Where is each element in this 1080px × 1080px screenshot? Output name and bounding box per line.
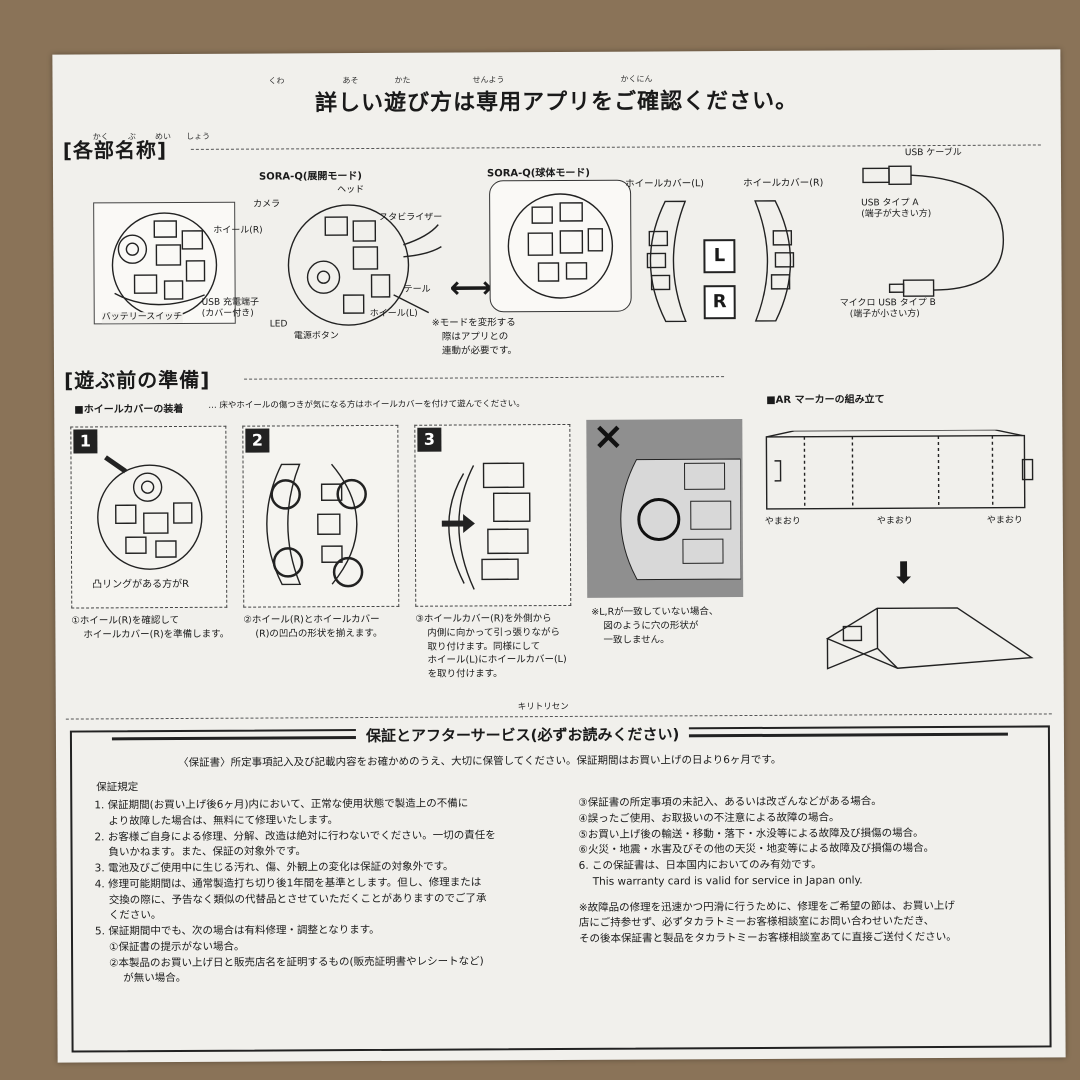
step-number: 3 (417, 427, 442, 452)
usb-type-a-label: USB タイプ A (端子が大きい方) (861, 198, 931, 220)
caption-line: ホイール(L)にホイールカバー(L) (427, 654, 567, 666)
fold-label: やまおり (986, 515, 1023, 526)
caption-line: ※L,Rが一致していない場合、 (591, 606, 719, 618)
step-1-drawing (97, 455, 203, 570)
step-1-caption: ①ホイール(R)を確認して ホイールカバー(R)を準備します。 (71, 614, 229, 642)
step-number: 1 (73, 429, 98, 454)
fold-label: やまおり (764, 516, 801, 527)
wheelcover-l-letter: L (703, 239, 736, 274)
usb-type-a-sub: (端子が大きい方) (861, 208, 932, 220)
tail-label: テール (403, 284, 431, 295)
sphere-drawing (507, 193, 614, 299)
section-divider (244, 376, 725, 380)
stabilizer-label: スタビライザー (379, 212, 443, 223)
wheel-l-label: ホイール(L) (369, 308, 418, 319)
camera-label: カメラ (253, 199, 281, 210)
caption-line: 一致しません。 (603, 633, 670, 646)
fold-label: やまおり (876, 516, 913, 527)
header-furigana: くわ あそ かた せんよう かくにん (52, 71, 1060, 86)
usb-port-label: USB 充電端子 (カバー付き) (202, 298, 259, 320)
warranty-line: ⑥火災・地震・水害及びその他の天災・地変等による故障及び損傷の場合。 (578, 842, 935, 857)
wheelcover-note: … 床やホイールの傷つきが気になる方はホイールカバーを付けて遊んでください。 (208, 399, 525, 411)
caption-line: を取り付けます。 (427, 668, 503, 680)
wheelcover-l-label: ホイールカバー(L) (625, 178, 705, 190)
warranty-line: ②本製品のお買い上げ日と販売店名を証明するもの(販売証明書やレシートなど) (109, 954, 484, 969)
wrong-example-drawing (620, 458, 742, 581)
warranty-title: 保証とアフターサービス(必ずお読みください) (355, 723, 690, 747)
step-3-drawing (441, 462, 531, 590)
usb-cable-drawing (862, 165, 1005, 297)
step-number: 2 (245, 428, 270, 453)
warranty-line: が無い場合。 (123, 972, 187, 985)
parts-heading: [各部名称] (62, 138, 168, 163)
warranty-intro: 〈保証書〉所定事項記入及び記載内容をお確かめのうえ、大切に保管してください。保証… (178, 753, 782, 769)
led-label: LED (269, 319, 288, 330)
cut-line (65, 713, 1052, 720)
mode-note: ※モードを変形する 際はアプリとの 連動が必要です。 (432, 316, 517, 358)
warranty-line: 2. お客様ご自身による修理、分解、改造は絶対に行わないでください。一切の責任を (94, 828, 496, 843)
ar-marker-folded (825, 607, 1034, 670)
ar-marker-template (765, 429, 1034, 510)
mode-note-line: 連動が必要です。 (441, 344, 518, 357)
head-label: ヘッド (337, 185, 365, 196)
wrong-example-panel: × (586, 414, 744, 598)
warranty-line: 4. 修理可能期間は、通常製造打ち切り後1年間を基準とします。但し、修理または (94, 876, 482, 891)
warranty-box: 保証とアフターサービス(必ずお読みください) 〈保証書〉所定事項記入及び記載内容… (69, 723, 1052, 1053)
warranty-line: 3. 電池及びご使用中に生じる汚れ、傷、外観上の変化は保証の対象外です。 (94, 860, 454, 875)
wheelcover-r-label: ホイールカバー(R) (743, 177, 824, 190)
furigana: しょう (186, 131, 211, 141)
wheelcover-drawing (646, 200, 795, 323)
power-button-label: 電源ボタン (293, 331, 339, 342)
wrong-example-caption: ※L,Rが一致していない場合、 図のように穴の形状が 一致しません。 (591, 605, 718, 647)
step-1-panel: 1 凸リングがある方がR (70, 425, 228, 609)
sphere-mode-title: SORA-Q(球体モード) (486, 167, 590, 180)
caption-line: ホイールカバー(R)を準備します。 (83, 628, 230, 641)
warranty-line: 1. 保証期間(お買い上げ後6ヶ月)内において、正常な使用状態で製造上の不備に (94, 797, 469, 812)
expanded-mode-title: SORA-Q(展開モード) (258, 171, 362, 183)
mode-note-line: 際はアプリとの (441, 331, 509, 343)
step-3-panel: 3 (414, 423, 572, 607)
step-3-caption: ③ホイールカバー(R)を外側から 内側に向かって引っ張りながら 取り付けます。同… (415, 612, 566, 682)
usb-cable-label: USB ケーブル (904, 147, 962, 159)
warranty-right-column: ③保証書の所定事項の未記入、あるいは改ざんなどがある場合。 ④誤ったご使用、お取… (578, 794, 957, 948)
mode-switch-arrow-icon: ⟷ (449, 270, 493, 306)
down-arrow-icon: ⬇ (891, 556, 917, 592)
step-2-drawing (266, 463, 367, 588)
sphere-mode-frame (489, 179, 632, 313)
caption-line: ①ホイール(R)を確認して (71, 614, 180, 627)
wheelcover-r-letter: R (703, 285, 736, 320)
warranty-line: その後本保証書と製品をタカラトミーお客様相談室あてに直接ご送付ください。 (578, 930, 957, 945)
step-2-caption: ②ホイール(R)とホイールカバー (R)の凹凸の形状を揃えます。 (243, 613, 382, 641)
wheel-r-label: ホイール(R) (213, 225, 263, 236)
instruction-sheet: くわ あそ かた せんよう かくにん 詳しい遊び方は専用アプリをご確認ください。… (52, 49, 1066, 1063)
caption-line: ③ホイールカバー(R)を外側から (415, 613, 552, 625)
caption-line: (R)の凹凸の形状を揃えます。 (255, 627, 383, 640)
expanded-mode-drawing (287, 204, 442, 326)
warranty-line: 交換の際に、予告なく類似の代替品とさせていただくことがありますのでご了承 (108, 891, 487, 906)
usb-type-a-name: USB タイプ A (861, 198, 919, 209)
micro-usb-label: マイクロ USB タイプ B (端子が小さい方) (840, 298, 936, 320)
warranty-rules-heading: 保証規定 (96, 781, 139, 794)
ar-marker-heading: ■AR マーカーの組み立て (766, 394, 885, 406)
step-2-panel: 2 (242, 424, 400, 608)
caption-line: ②ホイール(R)とホイールカバー (243, 613, 380, 626)
usb-port-sub: (カバー付き) (201, 308, 254, 319)
caption-line: 取り付けます。同様にして (427, 640, 541, 653)
battery-switch-label: バッテリースイッチ (101, 311, 183, 324)
warranty-left-column: 1. 保証期間(お買い上げ後6ヶ月)内において、正常な使用状態で製造上の不備に … (94, 796, 496, 987)
step-1-inner-text: 凸リングがある方がR (92, 578, 190, 591)
micro-usb-name: マイクロ USB タイプ B (839, 298, 936, 309)
cut-line-label: キリトリセン (517, 701, 569, 713)
mode-note-line: ※モードを変形する (431, 317, 516, 329)
caption-line: 図のように穴の形状が (603, 620, 699, 632)
usb-port-name: USB 充電端子 (201, 297, 260, 308)
wheelcover-heading: ■ホイールカバーの装着 (74, 403, 184, 416)
micro-usb-sub: (端子が小さい方) (849, 308, 920, 320)
page-title: 詳しい遊び方は専用アプリをご確認ください。 (315, 88, 799, 117)
prep-heading: [遊ぶ前の準備] (64, 367, 211, 393)
caption-line: 内側に向かって引っ張りながら (427, 626, 560, 639)
